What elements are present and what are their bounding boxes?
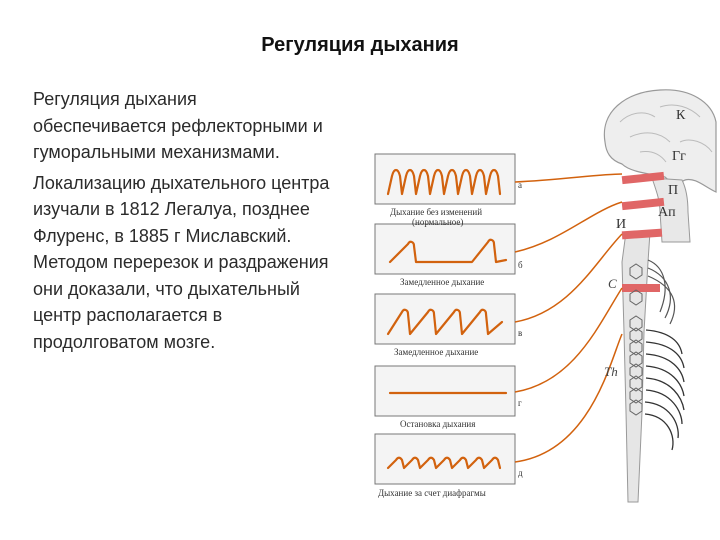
- figure-svg: Дыхание без изменений (нормальное) Замед…: [360, 82, 720, 512]
- letter-d: д: [518, 468, 523, 478]
- trace-caption-1b: (нормальное): [412, 217, 463, 227]
- thoracic-nerves: [645, 330, 684, 450]
- slide-title: Регуляция дыхания: [0, 34, 720, 57]
- trace-caption-2: Замедленное дыхание: [400, 277, 484, 287]
- label-i: И: [616, 217, 626, 232]
- cut-band-4: [622, 284, 660, 292]
- letter-g: г: [518, 398, 522, 408]
- label-k: К: [676, 108, 686, 123]
- label-c: C: [608, 276, 617, 291]
- trace-caption-5: Дыхание за счет диафрагмы: [378, 488, 486, 498]
- label-ap: Ап: [658, 205, 676, 220]
- letter-a: а: [518, 180, 522, 190]
- paragraph-regulation: Регуляция дыхания обеспечивается рефлект…: [33, 86, 333, 166]
- trace-frames: [375, 154, 515, 484]
- trace-caption-3: Замедленное дыхание: [394, 347, 478, 357]
- label-gg: Гг: [672, 149, 686, 164]
- label-p: П: [668, 183, 678, 198]
- nerve-leads: [515, 174, 622, 462]
- trace-caption-4: Остановка дыхания: [400, 419, 475, 429]
- slide-body: Регуляция дыхания обеспечивается рефлект…: [33, 86, 333, 359]
- cut-band-3: [622, 229, 662, 240]
- paragraph-history: Локализацию дыхательного центра изучали …: [33, 170, 333, 356]
- label-th: Th: [604, 364, 618, 379]
- letter-v: в: [518, 328, 522, 338]
- trace-caption-1a: Дыхание без изменений: [390, 207, 482, 217]
- respiratory-center-figure: Дыхание без изменений (нормальное) Замед…: [360, 82, 720, 512]
- letter-b: б: [518, 260, 523, 270]
